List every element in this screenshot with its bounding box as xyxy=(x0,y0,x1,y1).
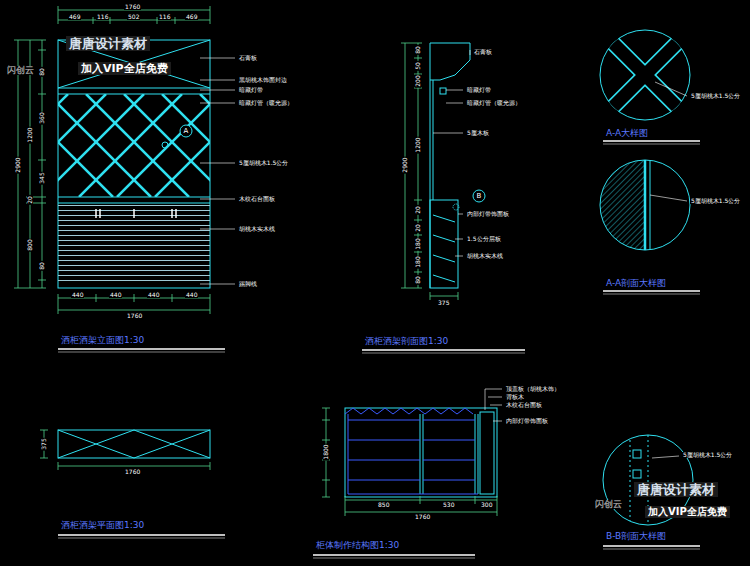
dimension: 116 xyxy=(96,14,109,20)
callout-text: 木纹石台面板 xyxy=(505,402,543,408)
dimension: 180 xyxy=(415,237,421,250)
dimension: 50 xyxy=(415,61,421,71)
front-elevation xyxy=(0,6,303,314)
callout-text: 顶盖板（胡桃木饰） xyxy=(505,386,561,392)
dimension: 1200 xyxy=(415,136,421,153)
callout-text: 暗藏灯管（暖光源） xyxy=(238,100,294,106)
watermark: 加入VIP全店免费 xyxy=(78,62,171,75)
callout-text: 踢脚线 xyxy=(238,281,258,287)
dimension: 345 xyxy=(39,171,45,184)
callout-text: 木纹石台面板 xyxy=(238,196,276,202)
dimension: 1760 xyxy=(124,469,141,475)
dimension: 200 xyxy=(415,74,421,87)
dimension: 469 xyxy=(68,14,81,20)
view-title: 酒柜酒架立面图1:30 xyxy=(60,336,145,345)
dimension: 375 xyxy=(41,437,47,450)
dimension: 80 xyxy=(415,45,421,55)
view-title: 柜体制作结构图1:30 xyxy=(315,541,400,550)
detail-circles xyxy=(600,30,693,525)
dimension: 2900 xyxy=(15,156,21,173)
dimension: 440 xyxy=(109,292,122,298)
dimension: 80 xyxy=(39,261,45,271)
dimension: 80 xyxy=(415,275,421,285)
dimension: 2900 xyxy=(402,156,408,173)
dimension: 530 xyxy=(442,502,455,508)
dimension: 502 xyxy=(127,14,140,20)
callout-text: 5厘胡桃木1.5公分 xyxy=(690,198,741,204)
side-section xyxy=(401,43,470,300)
callout-text: 石膏板 xyxy=(238,55,258,61)
watermark: 唐唐设计素材 xyxy=(66,36,150,51)
dimension: 1760 xyxy=(414,514,431,520)
dimension: 20 xyxy=(27,195,33,205)
dimension: 440 xyxy=(71,292,84,298)
dimension: 800 xyxy=(27,238,33,251)
callout-text: 1.5公分层板 xyxy=(466,236,502,242)
dimension: 80 xyxy=(39,67,45,77)
callout-text: 暗藏灯带 xyxy=(466,87,492,93)
dimension: 469 xyxy=(185,14,198,20)
watermark: 闪创云 xyxy=(594,500,623,509)
dimension: 850 xyxy=(377,502,390,508)
view-title: B-B剖面大样图 xyxy=(605,532,667,541)
callout-text: 黑胡桃木饰面封边 xyxy=(238,77,288,83)
bubble-letter: A xyxy=(179,124,193,138)
view-title: A-A大样图 xyxy=(605,129,649,138)
callout-text: 石膏板 xyxy=(473,49,493,55)
callout-text: 5厘胡桃木1.5公分 xyxy=(690,93,741,99)
dimension: 440 xyxy=(185,292,198,298)
callout-text: 5厘木板 xyxy=(466,130,490,136)
callout-text: 背板木 xyxy=(505,394,525,400)
dimension: 20 xyxy=(415,223,421,233)
dimension: 360 xyxy=(39,111,45,124)
title-underlines xyxy=(58,141,700,558)
callout-text: 5厘胡桃木1.5公分 xyxy=(238,160,289,166)
watermark: 唐唐设计素材 xyxy=(634,482,718,497)
dimension: 300 xyxy=(480,502,493,508)
detail-bubble: A xyxy=(179,124,193,138)
watermark: 闪创云 xyxy=(6,66,35,75)
view-title: 酒柜酒架平面图1:30 xyxy=(60,521,145,530)
dimension: 440 xyxy=(147,292,160,298)
view-title: 酒柜酒架剖面图1:30 xyxy=(364,337,449,346)
callout-text: 胡桃木实木线 xyxy=(466,253,504,259)
dimension: 20 xyxy=(415,205,421,215)
plan-view xyxy=(40,430,210,470)
dimension: 1760 xyxy=(124,4,141,10)
view-title: A-A剖面大样图 xyxy=(605,279,667,288)
callout-text: 内部灯带饰面板 xyxy=(466,211,510,217)
detail-bubble: B xyxy=(472,189,486,203)
callout-text: 内部灯带饰面板 xyxy=(505,418,549,424)
callout-text: 胡桃木实木线 xyxy=(238,226,276,232)
watermark: 加入VIP全店免费 xyxy=(645,506,730,518)
callout-text: 暗藏灯管（暖光源） xyxy=(466,100,522,106)
structure-view xyxy=(322,389,502,516)
callout-text: 5厘胡桃木1.5公分 xyxy=(682,452,733,458)
callout-text: 暗藏灯带 xyxy=(238,87,264,93)
dimension: 180 xyxy=(415,255,421,268)
bubble-letter: B xyxy=(472,189,486,203)
dimension: 1760 xyxy=(126,313,143,319)
dimension: 375 xyxy=(437,300,450,306)
dimension: 116 xyxy=(158,14,171,20)
dimension: 1200 xyxy=(27,126,33,143)
dimension: 1800 xyxy=(323,443,329,460)
